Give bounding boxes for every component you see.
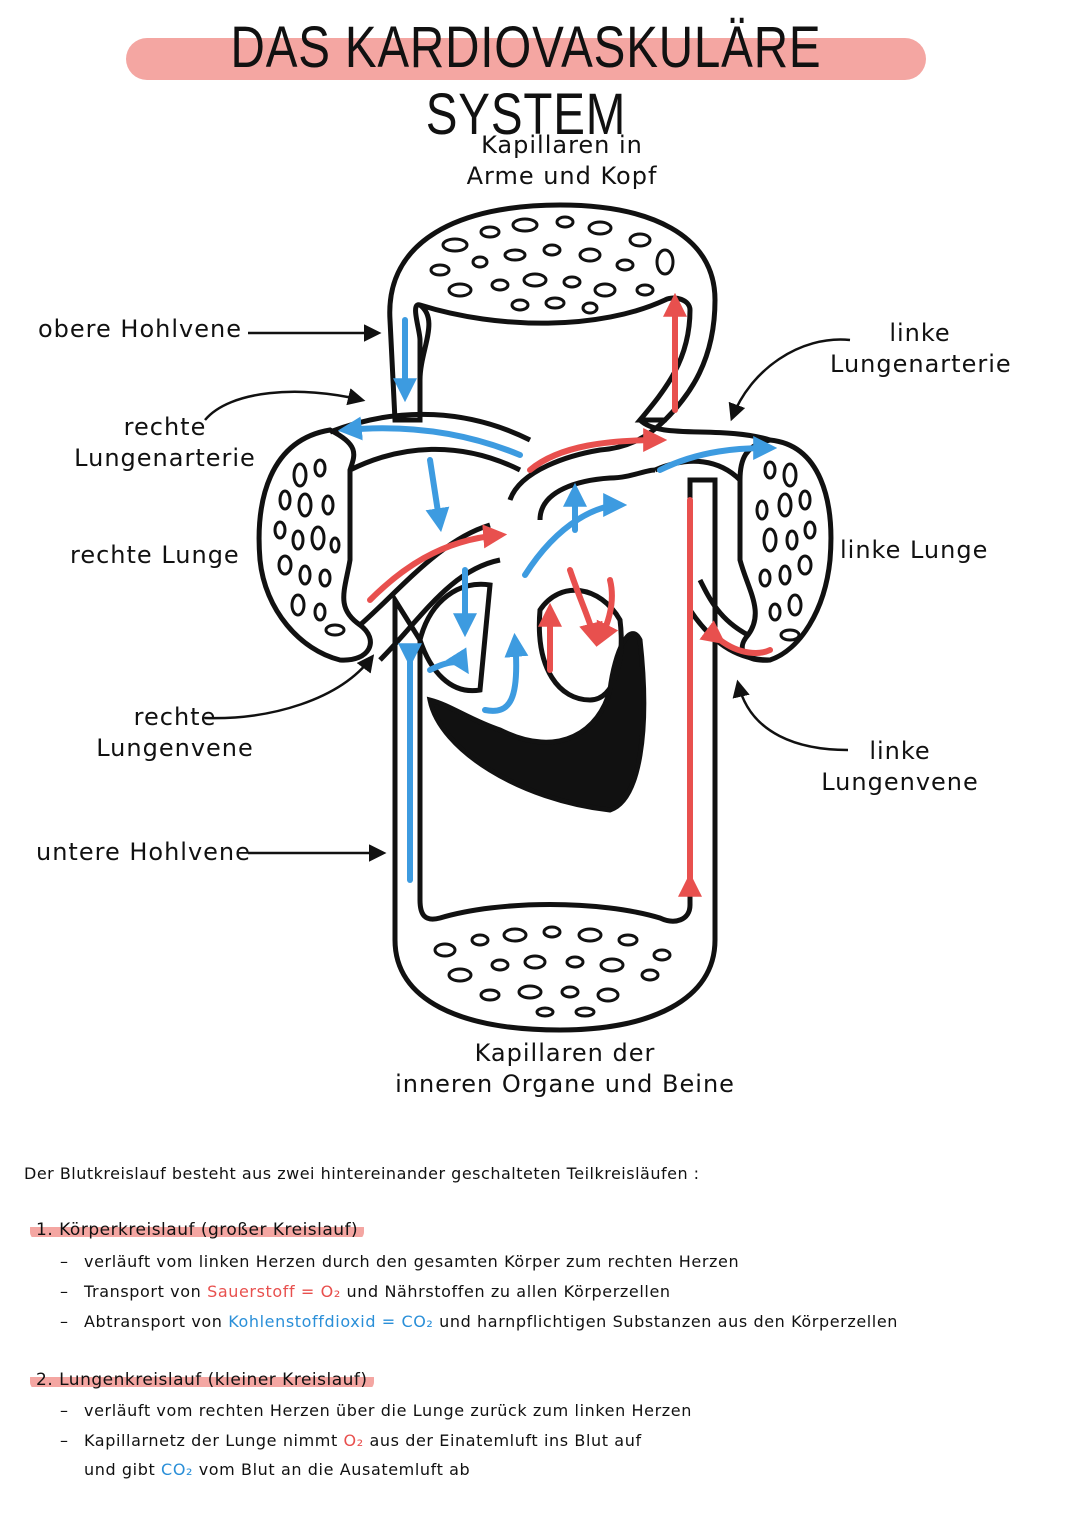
section-1-bullet-2: –Transport von Sauerstoff = O₂ und Nährs…: [60, 1282, 671, 1301]
oxygen-symbol: O₂: [343, 1431, 364, 1450]
oxygenated-flow-arrows: [367, 292, 773, 897]
linke-lungenarterie-line-2: Lungenarterie: [830, 350, 1012, 378]
section-1-bullet-3-pre: Abtransport von: [84, 1312, 229, 1331]
label-obere-hohlvene: obere Hohlvene: [38, 315, 242, 343]
lower-capillary-bed: [392, 477, 718, 1033]
label-linke-lunge: linke Lunge: [840, 536, 989, 564]
rechte-lungenarterie-line-1: rechte: [123, 413, 207, 441]
right-lung: [256, 427, 373, 663]
section-2-heading-text: 2. Lungenkreislauf (kleiner Kreislauf): [30, 1370, 374, 1390]
section-1-bullet-2-pre: Transport von: [84, 1282, 208, 1301]
lower-capillaries-line-2: inneren Organe und Beine: [395, 1070, 735, 1098]
pulmonary-vessels: [329, 411, 771, 663]
section-2-bullet-1: –verläuft vom rechten Herzen über die Lu…: [60, 1401, 692, 1420]
rechte-lungenarterie-line-2: Lungenarterie: [74, 444, 256, 472]
upper-capillaries-line-2: Arme und Kopf: [466, 162, 658, 190]
section-2-bullet-2-post: aus der Einatemluft ins Blut auf: [363, 1431, 642, 1450]
rechte-lungenvene-line-1: rechte: [133, 703, 217, 731]
oxygen-term: Sauerstoff = O₂: [207, 1282, 341, 1301]
linke-lungenvene-line-1: linke: [869, 737, 931, 765]
section-2-bullet-2-pre: Kapillarnetz der Lunge nimmt: [84, 1431, 344, 1450]
title-highlight: [126, 38, 926, 80]
label-lower-capillaries: Kapillaren der inneren Organe und Beine: [385, 1038, 745, 1100]
section-1-bullet-1-text: verläuft vom linken Herzen durch den ges…: [84, 1252, 740, 1271]
section-1-heading-text: 1. Körperkreislauf (großer Kreislauf): [30, 1220, 365, 1240]
linke-lungenvene-line-2: Lungenvene: [821, 768, 979, 796]
label-linke-lungenarterie: linke Lungenarterie: [830, 318, 1012, 380]
section-1-heading: 1. Körperkreislauf (großer Kreislauf): [30, 1220, 365, 1240]
label-rechte-lungenvene: rechte Lungenvene: [80, 702, 270, 764]
section-1-bullet-1: –verläuft vom linken Herzen durch den ge…: [60, 1252, 740, 1271]
upper-capillary-bed: [387, 202, 718, 423]
lower-capillaries-line-1: Kapillaren der: [474, 1039, 656, 1067]
section-2-bullet-1-text: verläuft vom rechten Herzen über die Lun…: [84, 1401, 692, 1420]
title-area: DAS KARDIOVASKULÄRE SYSTEM: [0, 0, 1080, 147]
circulation-svg: [204, 202, 851, 1033]
label-pointers: [204, 324, 851, 862]
co2-symbol: CO₂: [161, 1460, 194, 1479]
label-linke-lungenvene: linke Lungenvene: [820, 736, 980, 798]
circulation-diagram: Kapillaren in Arme und Kopf obere Hohlve…: [0, 110, 1080, 1120]
label-upper-capillaries: Kapillaren in Arme und Kopf: [452, 130, 672, 192]
section-2-heading: 2. Lungenkreislauf (kleiner Kreislauf): [30, 1370, 374, 1390]
section-2-bullet-2-continuation: und gibt CO₂ vom Blut an die Ausatemluft…: [84, 1460, 470, 1479]
rechte-lungenvene-line-2: Lungenvene: [96, 734, 254, 762]
intro-text: Der Blutkreislauf besteht aus zwei hinte…: [24, 1164, 700, 1183]
label-rechte-lungenarterie: rechte Lungenarterie: [70, 412, 260, 474]
upper-capillaries-line-1: Kapillaren in: [481, 131, 643, 159]
section-1-bullet-2-post: und Nährstoffen zu allen Körperzellen: [340, 1282, 671, 1301]
label-rechte-lunge: rechte Lunge: [70, 541, 240, 569]
page-title: DAS KARDIOVASKULÄRE SYSTEM: [230, 15, 822, 147]
co2-term: Kohlenstoffdioxid = CO₂: [228, 1312, 434, 1331]
section-1-bullet-3: –Abtransport von Kohlenstoffdioxid = CO₂…: [60, 1312, 899, 1331]
section-1-bullet-3-post: und harnpflichtigen Substanzen aus den K…: [433, 1312, 899, 1331]
label-untere-hohlvene: untere Hohlvene: [36, 838, 251, 866]
deoxygenated-flow-arrows: [337, 317, 778, 883]
section-2-bullet-2: –Kapillarnetz der Lunge nimmt O₂ aus der…: [60, 1431, 642, 1450]
linke-lungenarterie-line-1: linke: [889, 319, 951, 347]
section-2-cont-post: vom Blut an die Ausatemluft ab: [193, 1460, 471, 1479]
section-2-cont-pre: und gibt: [84, 1460, 162, 1479]
